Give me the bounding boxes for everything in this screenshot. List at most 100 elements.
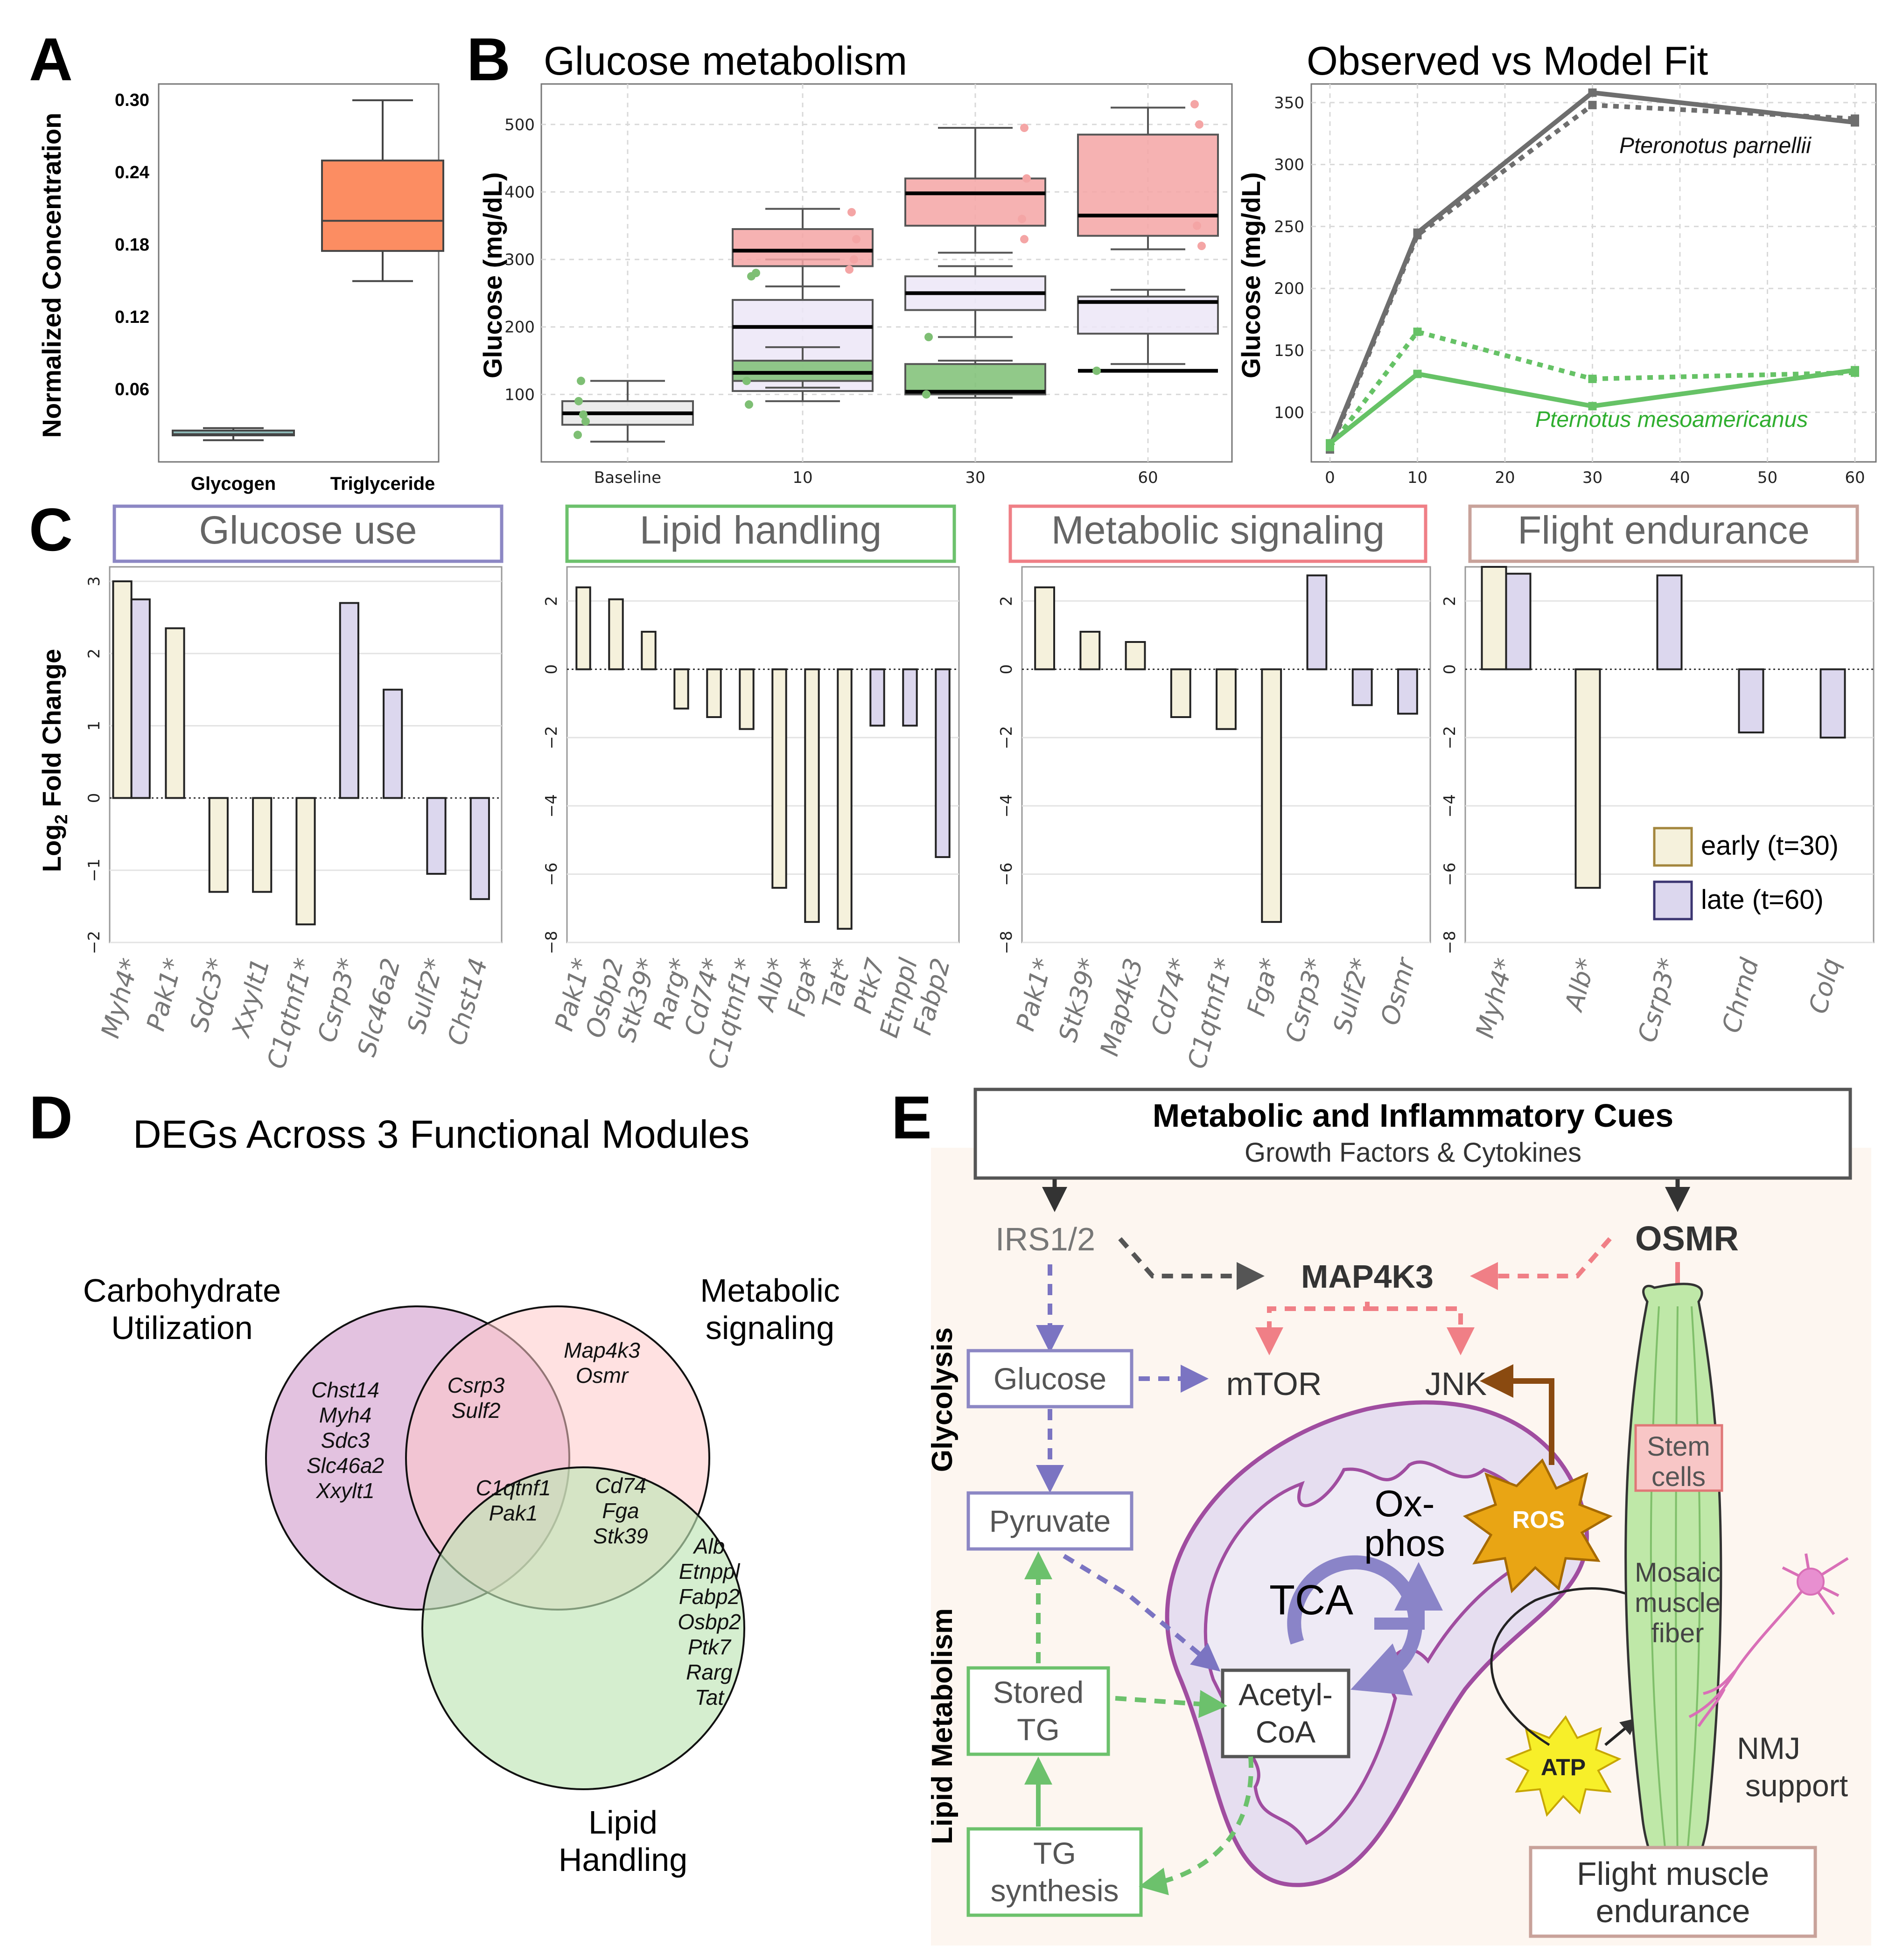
venn-label-lipid-1: Lipid xyxy=(588,1804,658,1841)
panel-b-left-xtick: 30 xyxy=(965,468,985,487)
panel-b-left-point xyxy=(1197,242,1206,251)
panel-b-right-ytick: 100 xyxy=(1274,404,1304,422)
arrow-pyruvate-to-acetyl xyxy=(1063,1554,1221,1672)
panel-b-left-point xyxy=(1020,235,1028,244)
panel-c-ylabel: Log2 Fold Change xyxy=(37,649,71,872)
panel-c-chart-4: Flight endurance20−2−4−6−8Myh4*Alb*Csrp3… xyxy=(1441,504,1875,1046)
venn-gene-name: Map4k3 xyxy=(564,1338,640,1362)
panel-c-ytick: 0 xyxy=(85,793,104,803)
panel-c-gene-label: Cd74* xyxy=(1146,955,1194,1038)
legend-label-early: early (t=30) xyxy=(1701,830,1839,861)
panel-c-bar-early xyxy=(739,668,755,730)
panel-b-right-ytick: 250 xyxy=(1274,217,1304,236)
panel-c-bar-early xyxy=(112,580,133,799)
panel-c-ytick: −8 xyxy=(1441,931,1459,954)
panel-c-bar-early xyxy=(608,598,624,670)
panel-c-chart-1: Glucose use3210−1−2Myh4*Pak1*Sdc3*Xxylt1… xyxy=(85,504,504,1072)
panel-b-right-point xyxy=(1413,231,1422,239)
arrow-ros-to-jnk xyxy=(1480,1364,1554,1465)
panel-c-bar-early xyxy=(1261,668,1282,923)
panel-c-bar-early xyxy=(1079,631,1101,670)
stored-tg-line2: TG xyxy=(1017,1712,1060,1747)
panel-a-box xyxy=(321,160,444,252)
panel-b-left-point xyxy=(1092,366,1101,375)
panel-b-left-ytick: 500 xyxy=(504,116,535,134)
panel-c-ytick: −8 xyxy=(997,931,1016,954)
mosaic-line3: fiber xyxy=(1651,1618,1704,1648)
panel-c-bar-early xyxy=(295,797,316,926)
legend-swatch-early xyxy=(1653,827,1693,867)
panel-b-left-ytick: 400 xyxy=(504,183,535,202)
panel-b-right-point xyxy=(1588,402,1597,411)
panel-b-right-point xyxy=(1413,370,1422,378)
panel-c-gene-label: Myh4* xyxy=(1470,955,1519,1041)
panel-c-ytick: 1 xyxy=(85,721,104,731)
panel-b-left-xtick: 10 xyxy=(792,468,812,487)
panel-c-bar-early xyxy=(208,797,229,893)
venn-gene-name: Alb xyxy=(693,1534,725,1558)
venn-gene-name: Sulf2 xyxy=(452,1398,501,1423)
panel-c-ylabel-sub: 2 xyxy=(52,814,71,824)
legend-swatch-late xyxy=(1653,880,1693,921)
panel-c-ytick: −6 xyxy=(1441,863,1459,886)
arrow-map4k3-to-mtor xyxy=(1255,1302,1370,1355)
arrow-acetyl-to-tgsynth xyxy=(1139,1756,1253,1896)
panel-c-module-title-box xyxy=(1008,504,1427,563)
venn-gene-name: Osmr xyxy=(576,1363,629,1388)
panel-b-left-ytick: 300 xyxy=(504,251,535,269)
glucose-box xyxy=(966,1349,1133,1409)
species-label-mesoamericanus: Pternotus mesoamericanus xyxy=(1535,407,1808,432)
tg-synthesis-box xyxy=(966,1827,1143,1917)
panel-b-left-point xyxy=(845,265,854,274)
panel-b-right-xtick: 10 xyxy=(1407,468,1427,487)
acetyl-coa-line2: CoA xyxy=(1256,1715,1315,1749)
panel-c-module-title-box xyxy=(1468,504,1859,563)
panel-c-gene-label: Sulf2* xyxy=(401,955,449,1037)
panel-c-gene-label: Osmr xyxy=(1375,954,1421,1028)
tca-label: TCA xyxy=(1269,1577,1353,1624)
panel-c-bar-late xyxy=(130,598,151,799)
panel-d-title: DEGs Across 3 Functional Modules xyxy=(133,1112,749,1156)
panel-c-bar-late xyxy=(1656,574,1683,670)
panel-c-ylabel-log: Log xyxy=(37,824,66,872)
panel-b-boxplots: Glucose metabolism 100200300400500Baseli… xyxy=(478,39,1233,487)
stem-cells-line1: Stem xyxy=(1647,1431,1710,1462)
tg-synthesis-line2: synthesis xyxy=(990,1873,1119,1908)
panel-a-ylabel: Normalized Concentration xyxy=(37,113,66,438)
panel-c-ytick: 3 xyxy=(85,576,104,586)
panel-c-module-title: Flight endurance xyxy=(1518,508,1810,552)
panel-b-left-xtick: 60 xyxy=(1138,468,1158,487)
muscle-striations xyxy=(1650,1306,1701,1862)
panel-c-module-title-box xyxy=(565,504,956,563)
panel-b-left-point xyxy=(752,269,760,277)
tca-cycle-ring xyxy=(1287,1555,1423,1696)
panel-c-ytick: −2 xyxy=(1441,726,1459,749)
panel-b-title-left: Glucose metabolism xyxy=(544,39,907,84)
panel-c-ytick: −4 xyxy=(542,794,561,817)
atp-cycle-arc xyxy=(1490,1587,1653,1746)
venn-label-meta-1: Metabolic xyxy=(700,1272,840,1309)
venn-label-lipid-2: Handling xyxy=(559,1841,687,1878)
panel-b-left-box xyxy=(732,360,874,382)
panel-b-right-xtick: 60 xyxy=(1845,468,1865,487)
panel-c-ytick: −2 xyxy=(542,726,561,749)
panel-c-ytick: 0 xyxy=(997,664,1016,675)
mtor-label: mTOR xyxy=(1226,1366,1322,1402)
cues-title: Metabolic and Inflammatory Cues xyxy=(1153,1097,1673,1134)
panel-c-gene-label: Sulf2* xyxy=(1327,955,1375,1037)
venn-gene-name: Cd74 xyxy=(595,1473,646,1498)
panel-c-bar-early xyxy=(837,668,853,930)
flight-endurance-line2: endurance xyxy=(1596,1893,1750,1929)
panel-c-bar-early xyxy=(165,627,185,799)
osmr-label: OSMR xyxy=(1635,1219,1739,1258)
panel-b-right-series-line xyxy=(1328,103,1855,451)
panel-b-right-ytick: 150 xyxy=(1274,342,1304,360)
panel-b-left-box xyxy=(1077,133,1219,237)
panel-c-bar-late xyxy=(1819,668,1846,739)
panel-a-ytick: 0.24 xyxy=(115,163,149,182)
panel-c-module-title: Glucose use xyxy=(199,508,417,552)
mosaic-line1: Mosaic xyxy=(1635,1557,1721,1588)
venn-gene-name: Fabp2 xyxy=(679,1584,740,1609)
